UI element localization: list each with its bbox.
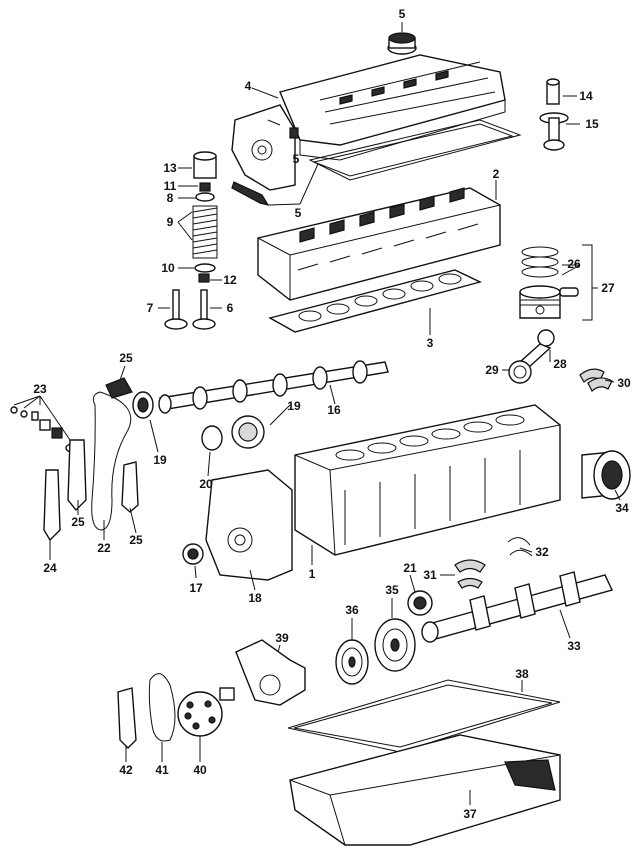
rod-bearing[interactable]: [579, 368, 613, 392]
callout-40: 40: [193, 763, 207, 777]
callout-36: 36: [345, 603, 359, 617]
callout-5-mid: 5: [295, 206, 302, 220]
chain-guide-right[interactable]: [121, 461, 139, 513]
valve-cover-gasket[interactable]: [308, 119, 522, 181]
callout-41: 41: [155, 763, 169, 777]
chain-guide-left[interactable]: [43, 469, 61, 542]
callout-26: 26: [567, 257, 581, 271]
thrust-washer[interactable]: [507, 537, 533, 557]
callout-25-top: 25: [119, 351, 133, 365]
callout-19-left: 19: [153, 453, 167, 467]
callout-5-top: 5: [399, 7, 406, 21]
callout-33: 33: [567, 639, 581, 653]
cylinder-head[interactable]: [257, 187, 501, 301]
callout-1: 1: [309, 567, 316, 581]
oil-pump-tensioner[interactable]: [117, 687, 137, 749]
callout-35: 35: [385, 583, 399, 597]
spring-seat[interactable]: [194, 263, 216, 273]
callout-42: 42: [119, 763, 133, 777]
callout-29: 29: [485, 363, 499, 377]
timing-chain[interactable]: [91, 391, 132, 531]
callout-7: 7: [147, 301, 154, 315]
callout-11: 11: [164, 179, 177, 193]
cover-bolt[interactable]: [289, 127, 299, 139]
callout-38: 38: [515, 667, 529, 681]
callout-9: 9: [167, 215, 174, 229]
valve-cover[interactable]: [279, 54, 506, 161]
callout-39: 39: [275, 631, 289, 645]
crankshaft-pulley[interactable]: [335, 639, 369, 685]
callout-37: 37: [463, 807, 477, 821]
callout-numbers: 5 4 5 5 2 3 14 15 13 11 8 9 10 12 7 6 26…: [33, 7, 631, 821]
callout-18: 18: [248, 591, 262, 605]
chain-guide-mid[interactable]: [67, 439, 87, 512]
callout-2: 2: [493, 167, 500, 181]
callout-34: 34: [615, 501, 629, 515]
callout-3: 3: [427, 336, 434, 350]
main-bearing-upper[interactable]: [454, 559, 486, 589]
camshaft-sprocket[interactable]: [201, 415, 265, 451]
piston-pin[interactable]: [559, 287, 579, 297]
callout-8: 8: [167, 191, 174, 205]
callout-5-left: 5: [293, 152, 300, 166]
tensioner-parts[interactable]: [10, 406, 79, 453]
callout-16: 16: [327, 403, 341, 417]
valve-keeper[interactable]: [199, 182, 211, 192]
front-crank-seal[interactable]: [182, 543, 204, 565]
oil-pan[interactable]: [289, 734, 561, 846]
callout-14: 14: [579, 89, 593, 103]
callout-15: 15: [585, 117, 599, 131]
oil-filler-cap[interactable]: [387, 32, 417, 55]
hydraulic-lifter[interactable]: [193, 151, 217, 179]
callout-19-right: 19: [287, 399, 301, 413]
cover-seal[interactable]: [231, 181, 270, 206]
callout-22: 22: [97, 541, 111, 555]
callout-10: 10: [161, 261, 175, 275]
callout-12: 12: [223, 273, 237, 287]
callout-32: 32: [535, 545, 549, 559]
chain-guide-top[interactable]: [105, 377, 133, 399]
callout-25-right: 25: [129, 533, 143, 547]
crankshaft[interactable]: [421, 571, 613, 643]
callout-4: 4: [245, 79, 252, 93]
piston[interactable]: [519, 285, 561, 319]
timing-cover[interactable]: [205, 469, 293, 581]
valve-springs[interactable]: [192, 205, 218, 259]
oil-pan-gasket[interactable]: [287, 679, 561, 753]
engine-block[interactable]: [294, 404, 561, 556]
intake-valve[interactable]: [164, 289, 188, 330]
harmonic-balancer[interactable]: [374, 618, 416, 672]
valve-lifter[interactable]: [546, 78, 560, 105]
callout-31: 31: [423, 568, 437, 582]
camshaft[interactable]: [158, 360, 389, 414]
callout-24: 24: [43, 561, 57, 575]
callout-21: 21: [403, 561, 417, 575]
callout-13: 13: [163, 161, 177, 175]
oil-pump-sprocket[interactable]: [177, 691, 223, 737]
callout-27: 27: [601, 281, 615, 295]
piston-rings[interactable]: [521, 246, 559, 278]
callout-25-left: 25: [71, 515, 85, 529]
upper-timing-cover[interactable]: [231, 104, 296, 191]
callout-30: 30: [617, 376, 631, 390]
oil-pump[interactable]: [219, 639, 306, 706]
callout-23: 23: [33, 382, 47, 396]
connecting-rod[interactable]: [508, 329, 555, 384]
callout-28: 28: [553, 357, 567, 371]
callout-20: 20: [199, 477, 213, 491]
exhaust-valve[interactable]: [192, 289, 216, 330]
rear-main-seal[interactable]: [581, 450, 631, 500]
callout-17: 17: [189, 581, 203, 595]
camshaft-seal[interactable]: [132, 391, 154, 419]
valve-seal[interactable]: [198, 273, 210, 283]
callout-6: 6: [227, 301, 234, 315]
intake-valve-top[interactable]: [539, 112, 569, 151]
oil-pump-chain[interactable]: [148, 673, 176, 742]
head-gasket[interactable]: [268, 269, 483, 333]
crankshaft-gear[interactable]: [407, 590, 433, 616]
spring-retainer[interactable]: [195, 192, 215, 202]
leader-lines: [13, 22, 621, 805]
